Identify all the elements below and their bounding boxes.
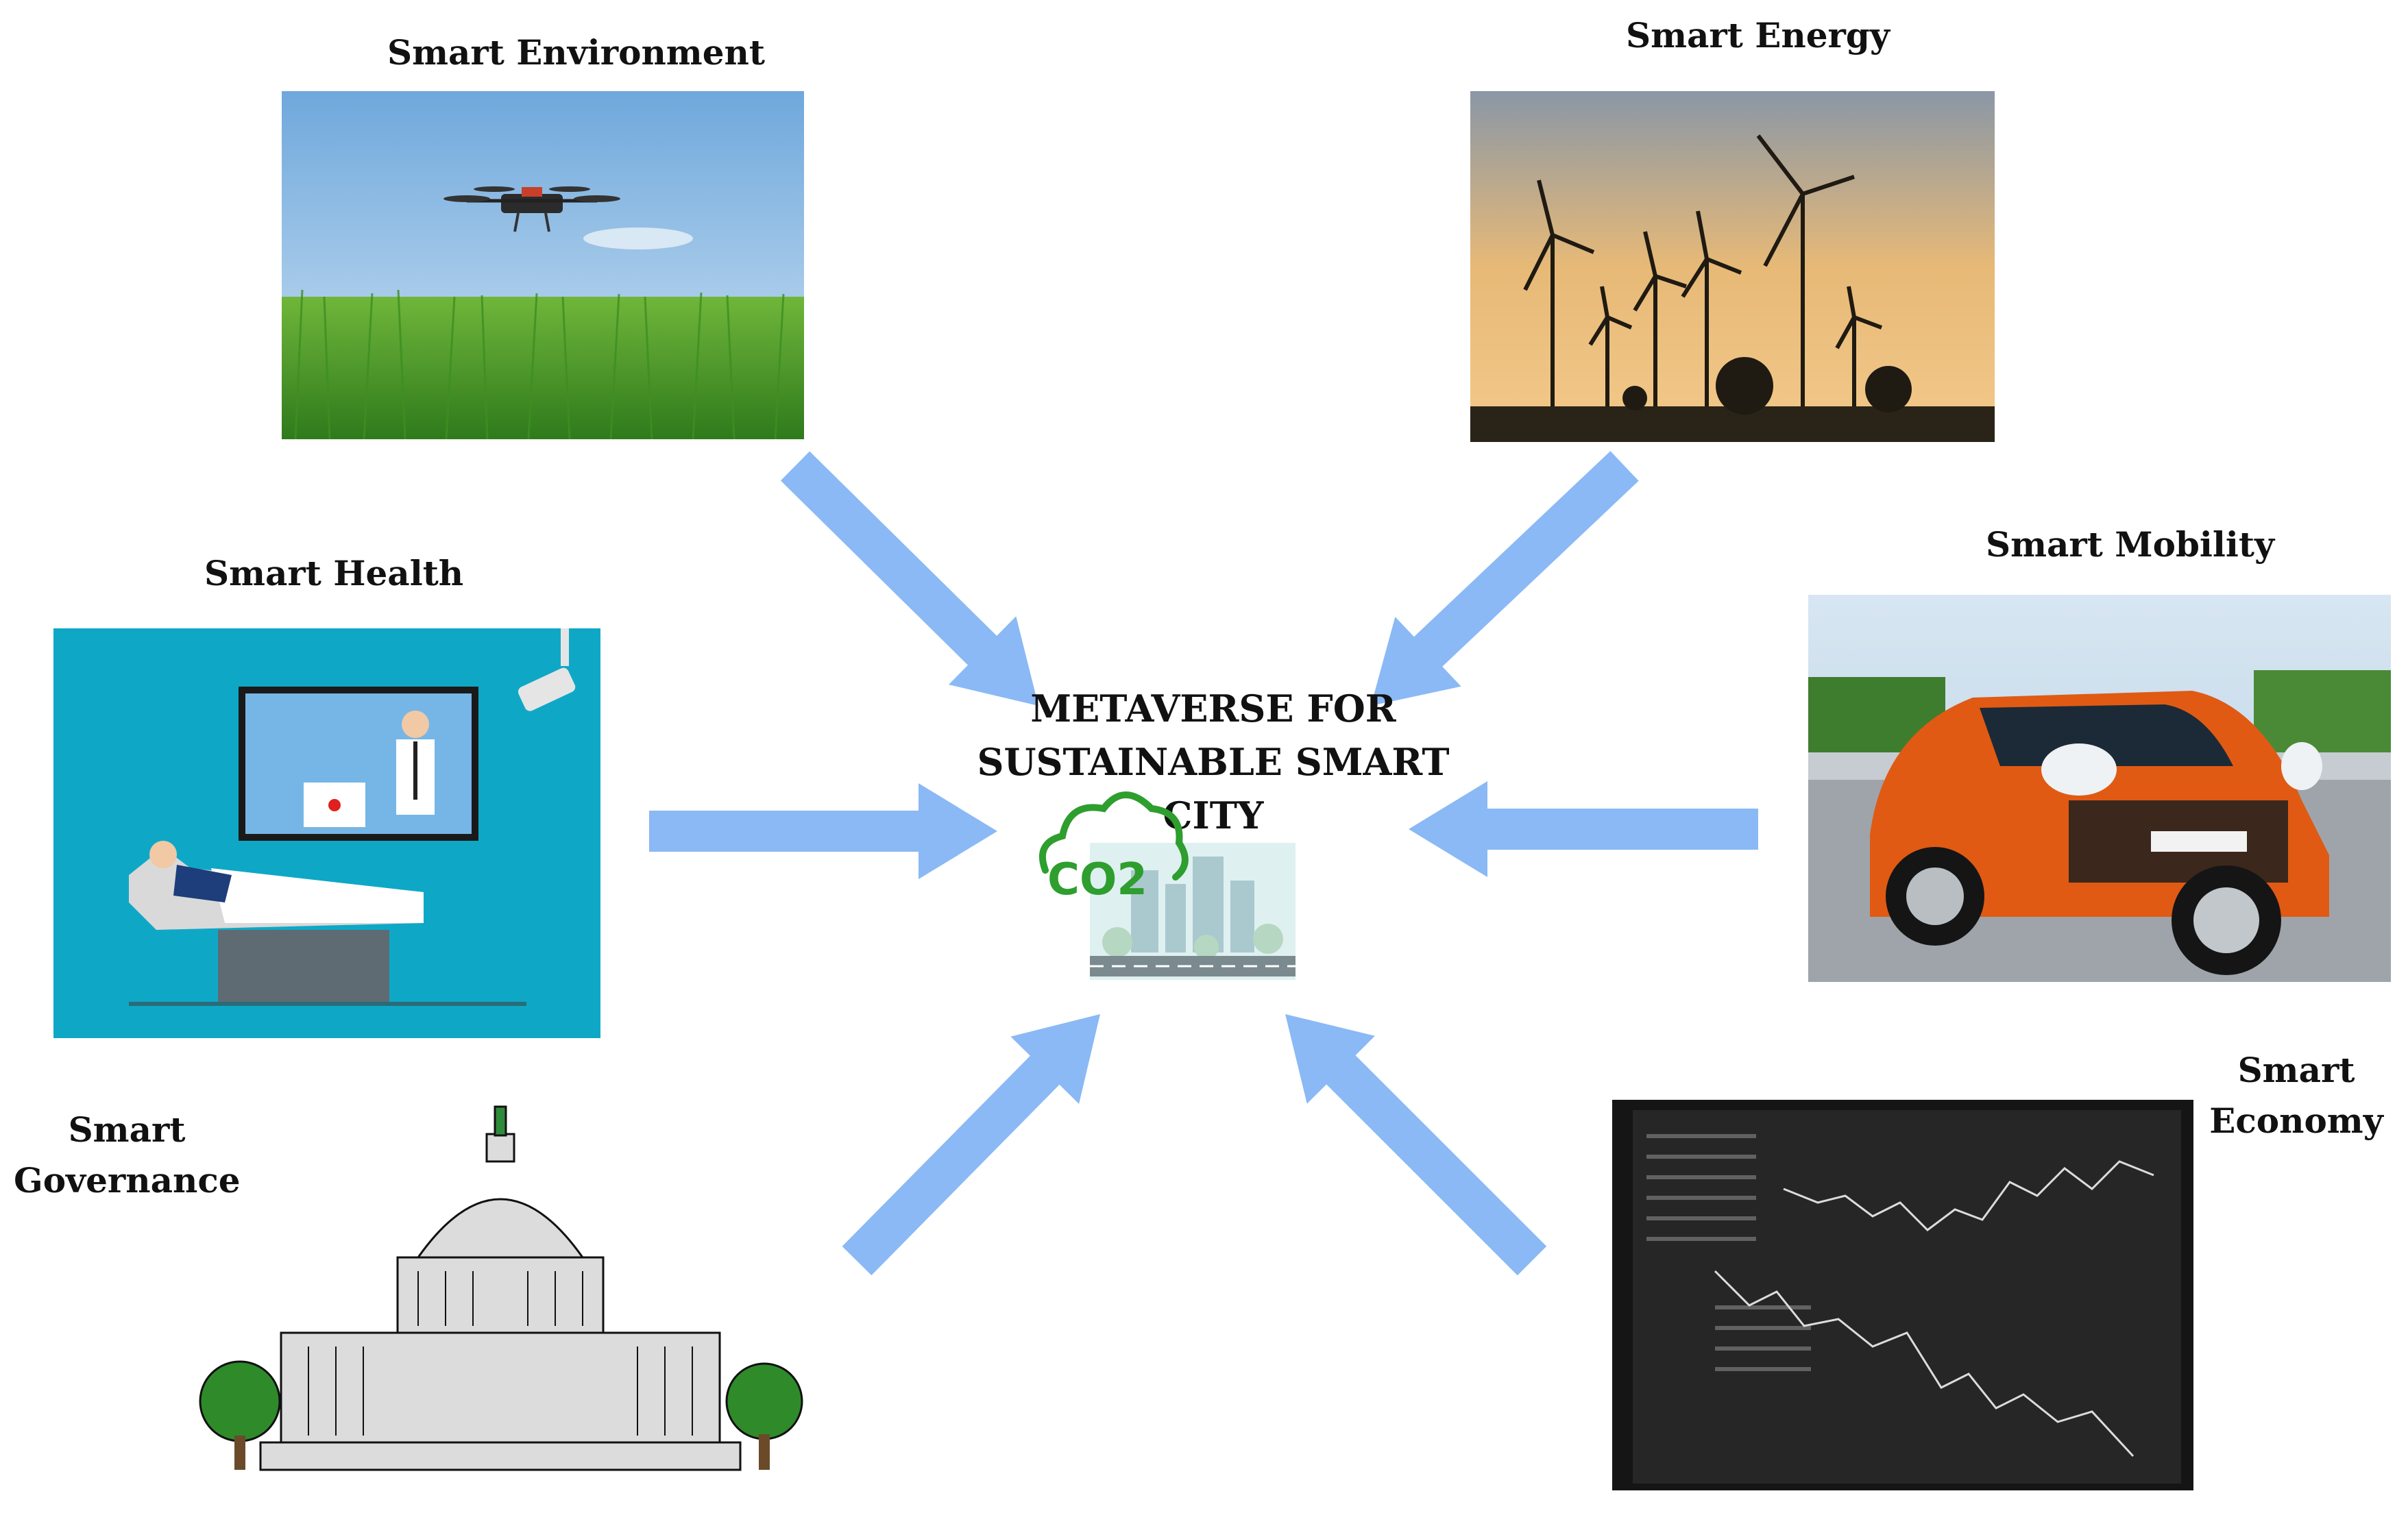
image-orange-city-car [1808,595,2391,982]
arrow-from-health [649,783,997,879]
co2-cloud-city-icon: CO2 [1028,767,1302,987]
arrow-from-energy [1371,451,1639,706]
label-line: Economy [2207,1096,2385,1146]
co2-label: CO2 [1047,854,1147,905]
arrow-from-governance [842,1014,1100,1275]
title-line: METAVERSE FOR [953,682,1474,735]
label-smart-energy: Smart Energy [1626,10,1890,61]
capitol-icon [260,1107,740,1470]
label-smart-economy: Smart Economy [2207,1045,2385,1146]
label-smart-environment: Smart Environment [387,27,765,78]
arrow-from-economy [1285,1014,1546,1275]
image-stock-chart-monitor [1612,1100,2193,1490]
image-wind-turbines-at-sunset [1470,91,1995,442]
label-smart-health: Smart Health [204,548,463,599]
image-capitol-building-drawing [192,1100,809,1494]
label-line: Smart [2207,1045,2385,1096]
image-telemedicine-illustration [53,628,600,1038]
image-drone-over-rice-field [282,91,804,439]
arrow-from-environment [781,452,1038,706]
label-smart-mobility: Smart Mobility [1986,519,2274,570]
